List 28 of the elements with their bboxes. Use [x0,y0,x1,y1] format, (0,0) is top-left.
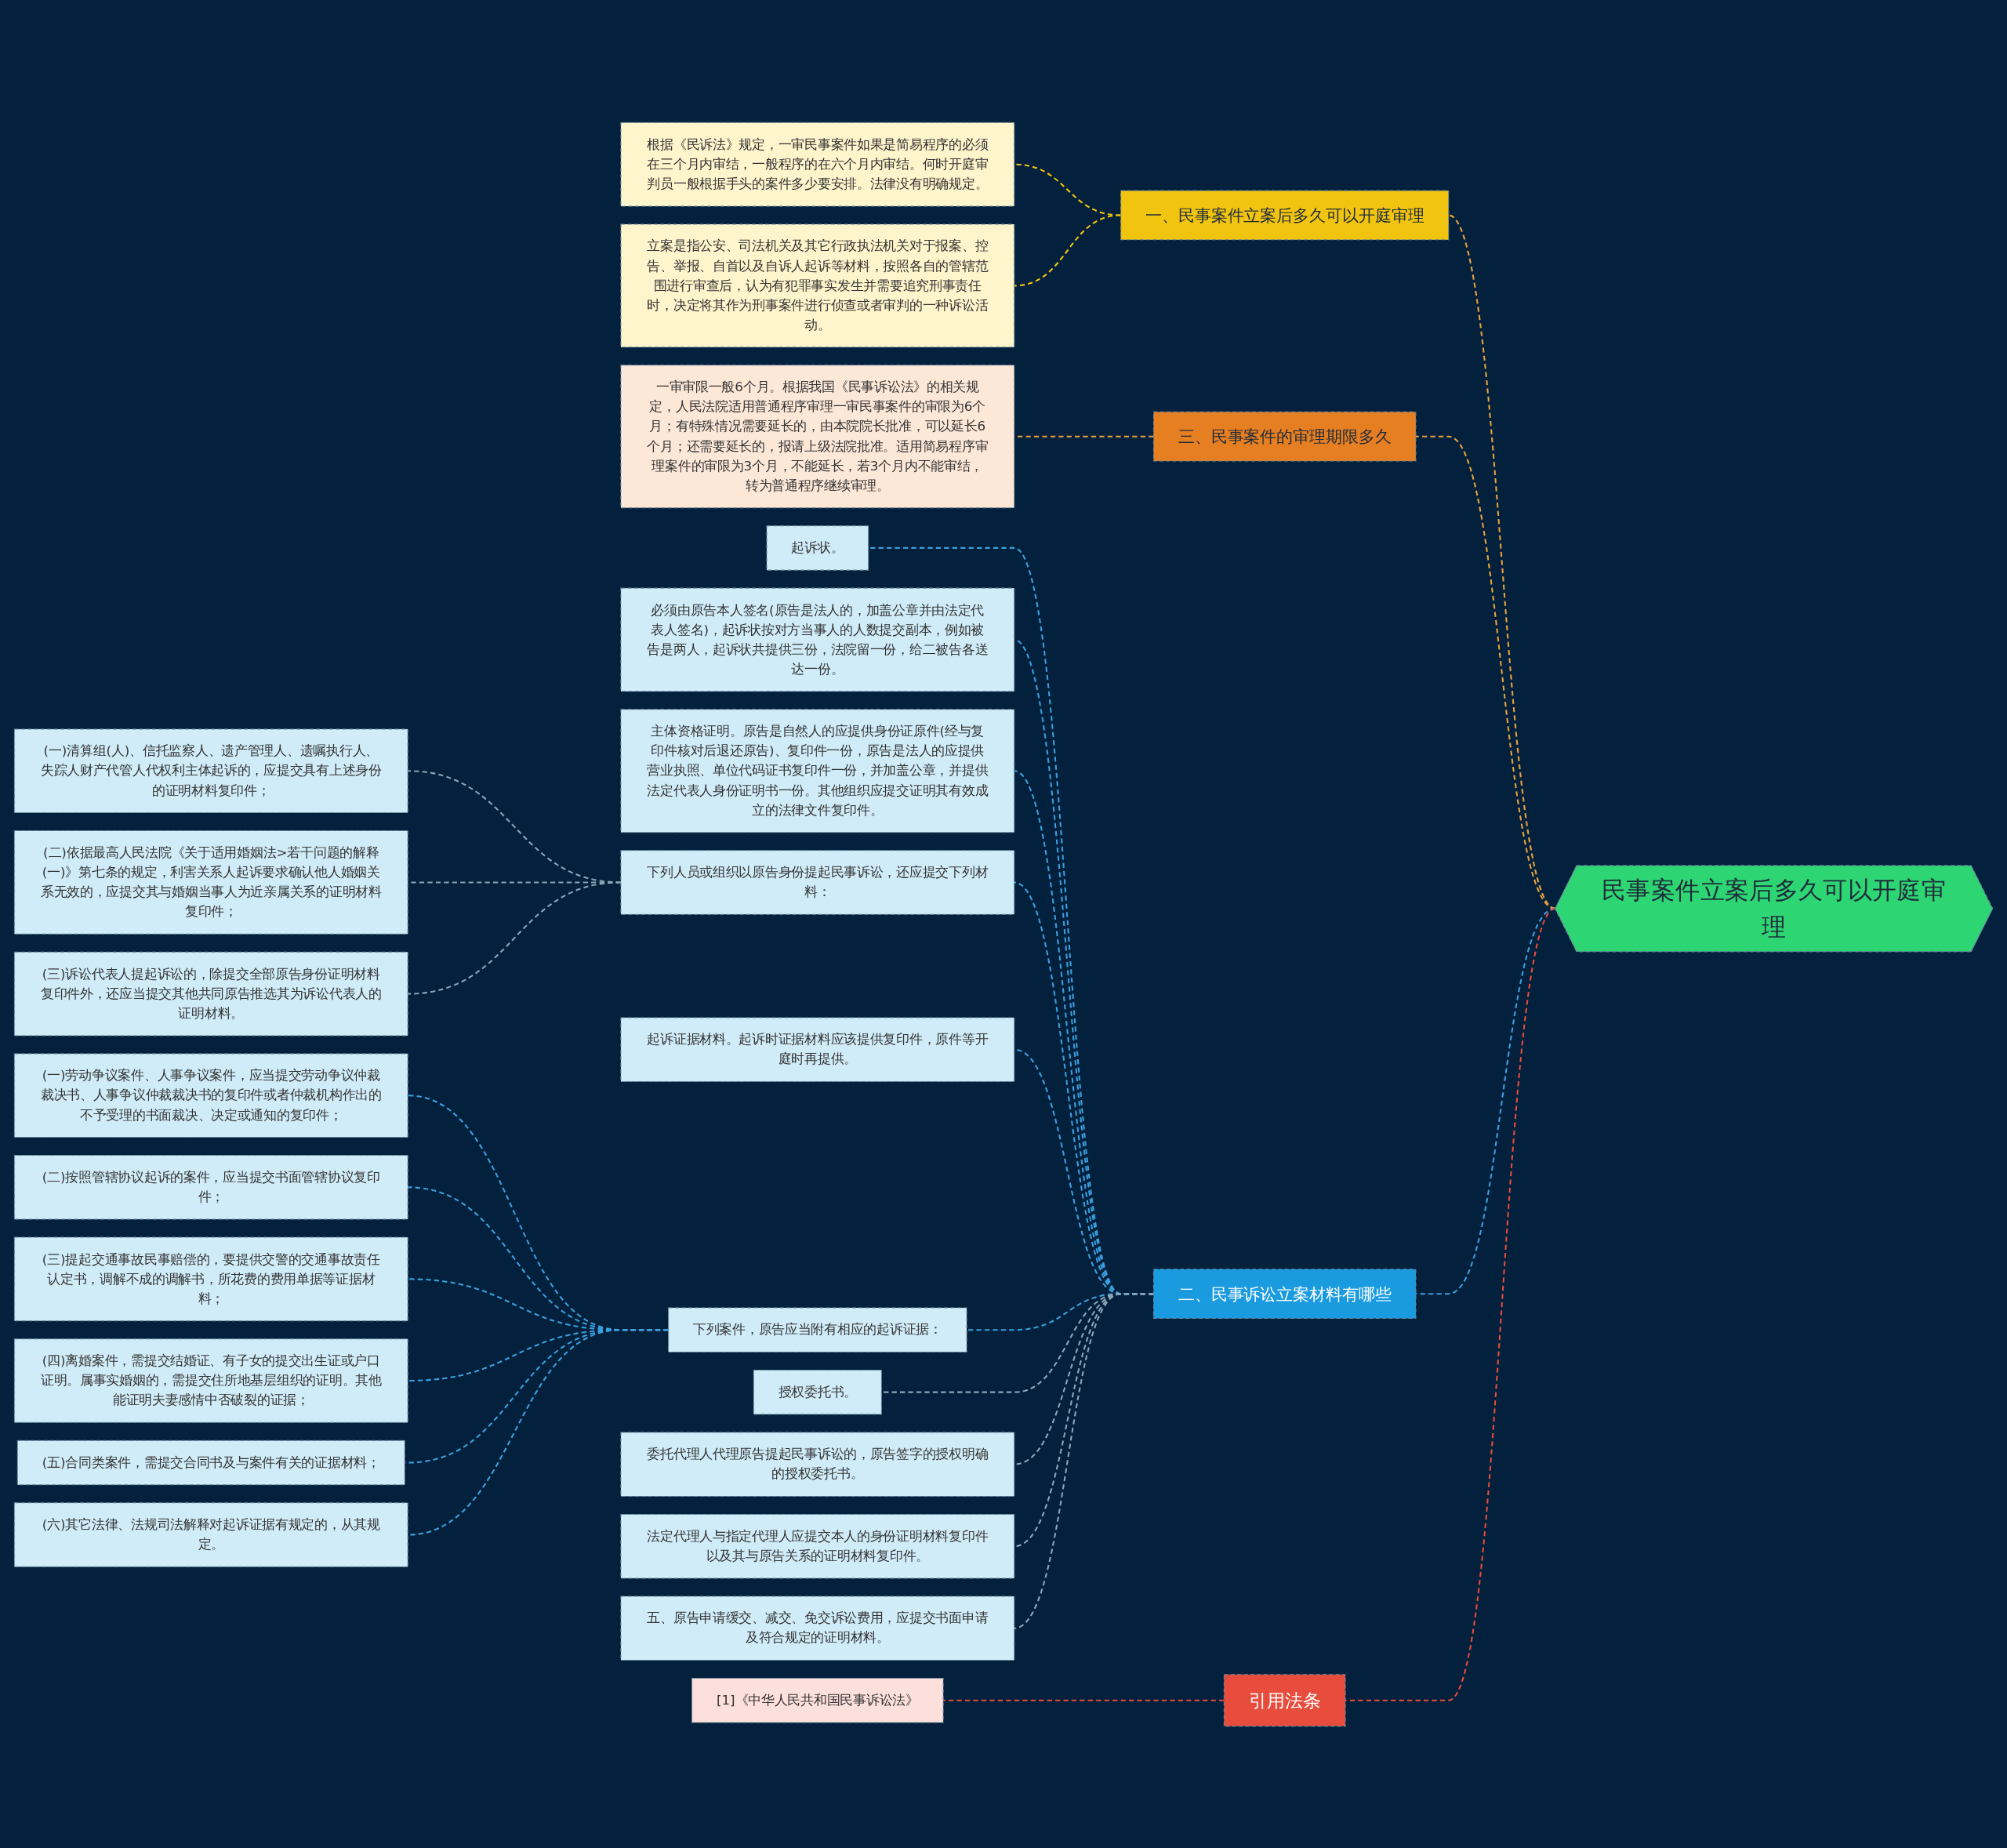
node-box: 必须由原告本人签名(原告是法人的，加盖公章并由法定代表人签名)，起诉状按对方当事人的人数提交副本，例如被告是两人，起诉状共提供三份，法院留一份，给二被告各送达一份。 [620,587,1015,692]
node-box: (三)提起交通事故民事赔偿的，要提供交警的交通事故责任认定书，调解不成的调解书，所花费的费用单据等证据材料； [13,1236,408,1321]
node-box: (五)合同类案件，需提交合同书及与案件有关的证据材料； [16,1440,405,1485]
node-box: 授权委托书。 [753,1369,882,1414]
node-box: (六)其它法律、法规司法解释对起诉证据有规定的，从其规定。 [13,1501,408,1567]
node-box: 根据《民诉法》规定，一审民事案件如果是简易程序的必须在三个月内审结，一般程序的在六个月内审结。何时开庭审判员一般根据手头的案件多少要安排。法律没有明确规定。 [620,122,1015,206]
node-box: (一)劳动争议案件、人事争议案件，应当提交劳动争议仲裁裁决书、人事争议仲裁裁决书的复印件或者仲裁机构作出的不予受理的书面裁决、决定或通知的复印件； [13,1052,408,1138]
node-box: 二、民事诉讼立案材料有哪些 [1152,1268,1417,1319]
node-box: 起诉证据材料。起诉时证据材料应该提供复印件，原件等开庭时再提供。 [620,1016,1015,1082]
node-box: 下列案件，原告应当附有相应的起诉证据： [668,1306,967,1352]
node-box: 委托代理人代理原告提起民事诉讼的，原告签字的授权明确的授权委托书。 [620,1431,1015,1497]
node-box: 法定代理人与指定代理人应提交本人的身份证明材料复印件以及其与原告关系的证明材料复印件。 [620,1513,1015,1578]
node-box: (一)清算组(人)、信托监察人、遗产管理人、遗嘱执行人、失踪人财产代管人代权利主体起诉的，应提交具有上述身份的证明材料复印件； [13,728,408,813]
node-box: (二)按照管辖协议起诉的案件，应当提交书面管辖协议复印件； [13,1154,408,1220]
node-box: 五、原告申请缓交、减交、免交诉讼费用，应提交书面申请及符合规定的证明材料。 [620,1595,1015,1661]
node-box: 下列人员或组织以原告身份提起民事诉讼，还应提交下列材料： [620,849,1015,915]
node-box: (四)离婚案件，需提交结婚证、有子女的提交出生证或户口证明。属事实婚姻的，需提交住所地基层组织的证明。其他能证明夫妻感情中否破裂的证据； [13,1338,408,1423]
node-box: 主体资格证明。原告是自然人的应提供身份证原件(经与复印件核对后退还原告)、复印件一份，原告是法人的应提供营业执照、单位代码证书复印件一份，并加盖公章，并提供法定代表人身份证明书一份。其他组织应提交证明其有效成立的法律文件复印件。 [620,708,1015,833]
connector [943,1699,1225,1701]
node-box: 起诉状。 [766,525,869,571]
node-box: 引用法条 [1223,1673,1346,1726]
node-box: (二)依据最高人民法院《关于适用婚姻法>若干问题的解释(一)》第七条的规定，利害关系人起诉要求确认他人婚姻关系无效的，应提交其与婚姻当事人为近亲属关系的证明材料复印件； [13,830,408,935]
node-box: (三)诉讼代表人提起诉讼的，除提交全部原告身份证明材料复印件外，还应当提交其他共同原告推选其为诉讼代表人的证明材料。 [13,951,408,1036]
node-box: 一、民事案件立案后多久可以开庭审理 [1120,190,1450,240]
node-box: [1]《中华人民共和国民事诉讼法》 [691,1677,944,1723]
node-box: 一审审限一般6个月。根据我国《民事诉讼法》的相关规定，人民法院适用普通程序审理一审民事案件的审限为6个月；有特殊情况需要延长的，由本院院长批准，可以延长6个月；还需要延长的，报请上级法院批准。适用简易程序审理案件的审限为3个月，不能延长，若3个月内不能审结，转为普通程序继续审理。 [620,364,1015,508]
node-box: 立案是指公安、司法机关及其它行政执法机关对于报案、控告、举报、自首以及自诉人起诉等材料，按照各自的管辖范围进行审查后，认为有犯罪事实发生并需要追究刑事责任时，决定将其作为刑事案件进行侦查或者审判的一种诉讼活动。 [620,223,1015,347]
node-box: 三、民事案件的审理期限多久 [1152,411,1417,462]
